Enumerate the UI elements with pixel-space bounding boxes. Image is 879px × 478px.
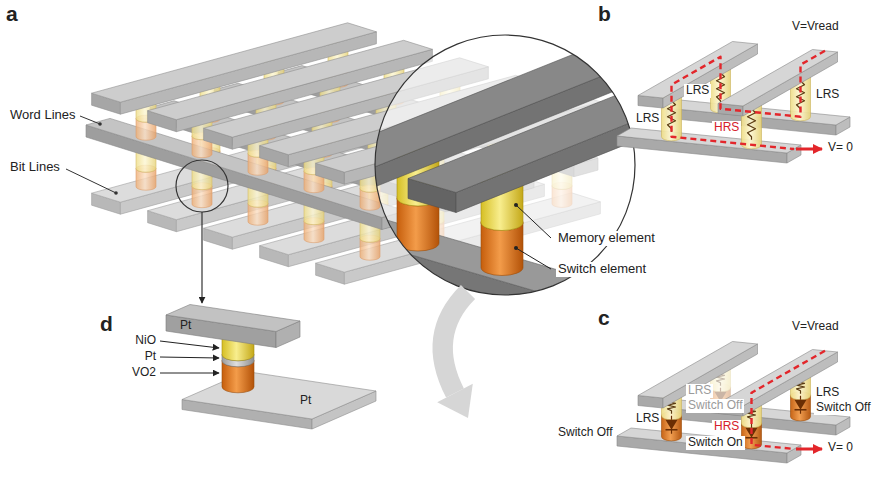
- leader-line: [66, 169, 116, 193]
- part-label: Bit Lines: [10, 160, 60, 175]
- bottom-line: [617, 128, 801, 153]
- leader-arrow: [160, 357, 219, 358]
- diode-symbol: [671, 430, 672, 434]
- part-label: Switch element: [556, 262, 648, 277]
- voltage-label: V=Vread: [790, 320, 841, 334]
- panel-letter: c: [598, 306, 610, 330]
- diode-symbol: [800, 410, 801, 414]
- current-path: [752, 351, 826, 449]
- material-label: NiO: [135, 334, 156, 348]
- transition-arrow: [437, 384, 473, 418]
- leader-dot: [514, 246, 518, 250]
- state-label: LRS: [814, 386, 841, 400]
- state-label: Switch On: [686, 436, 745, 450]
- ground-arrow: [796, 148, 822, 151]
- top-line: [638, 342, 758, 399]
- state-label: LRS: [634, 412, 661, 426]
- state-label: LRS: [684, 84, 711, 98]
- detail-circle: [176, 160, 228, 212]
- sneak-path-array: [617, 42, 850, 164]
- ground-arrow: [796, 448, 822, 451]
- diode-symbol: [800, 396, 801, 400]
- panel-letter: a: [6, 2, 18, 26]
- diode-symbol: [795, 400, 807, 410]
- part-label: Memory element: [556, 231, 657, 246]
- material-label: Pt: [180, 319, 191, 333]
- leader-arrow: [160, 341, 219, 348]
- detail-arrow: [201, 212, 202, 303]
- material-label: Pt: [300, 394, 311, 408]
- diode-symbol: [671, 416, 672, 420]
- part-label: Word Lines: [10, 108, 76, 123]
- state-label: HRS: [712, 420, 741, 434]
- top-line: [638, 42, 758, 99]
- diode-symbol: [720, 388, 721, 392]
- panel-letter: d: [100, 312, 113, 336]
- panel-letter: b: [598, 2, 611, 26]
- state-label: HRS: [712, 121, 741, 135]
- leader-line: [80, 116, 100, 124]
- leader-arrow: [160, 373, 219, 374]
- material-label: Pt: [145, 350, 156, 364]
- transition-arrow: [443, 292, 468, 393]
- state-label: LRS: [814, 88, 841, 102]
- state-label: LRS: [634, 112, 661, 126]
- bottom-line: [617, 428, 801, 453]
- diode-symbol: [751, 424, 752, 428]
- voltage-label: V= 0: [826, 141, 855, 155]
- switch-element: [662, 416, 682, 441]
- leader-line: [516, 248, 551, 269]
- state-label: Switch Off: [556, 426, 614, 440]
- voltage-label: V= 0: [826, 441, 855, 455]
- magnified-view: [278, 35, 706, 334]
- bit-line: [324, 154, 372, 188]
- diode-symbol: [666, 420, 678, 430]
- magnifier-outline: [375, 35, 635, 295]
- cell-stack: [166, 305, 376, 430]
- voltage-label: V=Vread: [790, 20, 841, 34]
- state-label: Switch Off: [814, 401, 872, 415]
- word-line: [614, 298, 654, 334]
- bottom-electrode: [182, 372, 376, 420]
- leader-line: [516, 205, 551, 238]
- switch-element: [791, 396, 811, 421]
- current-path: [672, 51, 826, 149]
- leader-dot: [114, 191, 118, 195]
- state-label: Switch Off: [686, 399, 744, 413]
- state-label: LRS: [686, 384, 713, 398]
- leader-dot: [514, 203, 518, 207]
- leader-dot: [98, 122, 102, 126]
- material-label: VO2: [132, 366, 156, 380]
